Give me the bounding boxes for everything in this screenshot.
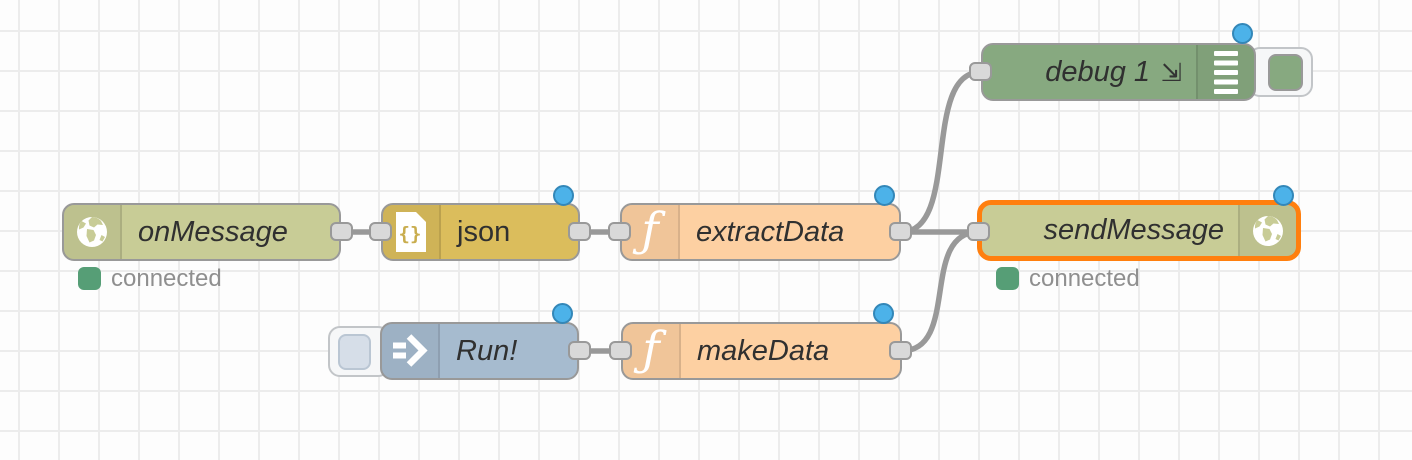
- node-makeData[interactable]: ƒ makeData: [621, 322, 902, 380]
- changed-indicator-run: [552, 303, 573, 324]
- debug-lines-icon: [1196, 45, 1254, 99]
- function-icon: ƒ: [623, 324, 681, 378]
- changed-indicator-extractData: [874, 185, 895, 206]
- port-output-onMessage[interactable]: [330, 222, 353, 241]
- port-input-debug1[interactable]: [969, 62, 992, 81]
- changed-indicator-json: [553, 185, 574, 206]
- status-onMessage: connected: [78, 265, 222, 292]
- inject-arrow-icon: [382, 324, 440, 378]
- node-label: extractData: [696, 215, 845, 248]
- status-dot-icon: [996, 267, 1019, 290]
- port-output-makeData[interactable]: [889, 341, 912, 360]
- status-sendMessage: connected: [996, 265, 1140, 292]
- node-label: json: [457, 215, 511, 248]
- node-extractData[interactable]: ƒ extractData: [620, 203, 901, 261]
- node-run[interactable]: Run!: [380, 322, 579, 380]
- port-input-sendMessage[interactable]: [967, 222, 990, 241]
- node-debug1[interactable]: debug 1 ⇲: [981, 43, 1256, 101]
- wire-makeData-sendMessage[interactable]: [898, 229, 982, 354]
- port-output-extractData[interactable]: [889, 222, 912, 241]
- node-sendMessage[interactable]: sendMessage: [977, 200, 1301, 261]
- port-input-json[interactable]: [369, 222, 392, 241]
- southeast-arrow-icon: ⇲: [1161, 57, 1182, 87]
- globe-icon: [1238, 205, 1296, 256]
- port-output-json[interactable]: [568, 222, 591, 241]
- function-icon: ƒ: [622, 205, 680, 259]
- status-dot-icon: [78, 267, 101, 290]
- port-output-run[interactable]: [568, 341, 591, 360]
- node-label: debug 1 ⇲: [1045, 55, 1182, 88]
- node-label: onMessage: [138, 215, 288, 248]
- node-onMessage[interactable]: onMessage: [62, 203, 341, 261]
- svg-text:{}: {}: [399, 223, 422, 245]
- node-label: Run!: [456, 334, 518, 367]
- status-text: connected: [111, 265, 222, 292]
- node-json[interactable]: {} json: [381, 203, 580, 261]
- debug-toggle-button[interactable]: [1248, 47, 1313, 97]
- wire-extractData-debug1[interactable]: [898, 69, 984, 235]
- port-input-extractData[interactable]: [608, 222, 631, 241]
- globe-icon: [64, 205, 122, 259]
- changed-indicator-sendMessage: [1273, 185, 1294, 206]
- changed-indicator-makeData: [873, 303, 894, 324]
- status-text: connected: [1029, 265, 1140, 292]
- inject-button-pad[interactable]: [338, 334, 371, 370]
- port-input-makeData[interactable]: [609, 341, 632, 360]
- inject-button[interactable]: [328, 326, 390, 377]
- changed-indicator-debug1: [1232, 23, 1253, 44]
- node-label: makeData: [697, 334, 830, 367]
- json-file-icon: {}: [383, 205, 441, 259]
- debug-toggle-pad[interactable]: [1268, 54, 1303, 91]
- node-label: sendMessage: [1043, 214, 1224, 246]
